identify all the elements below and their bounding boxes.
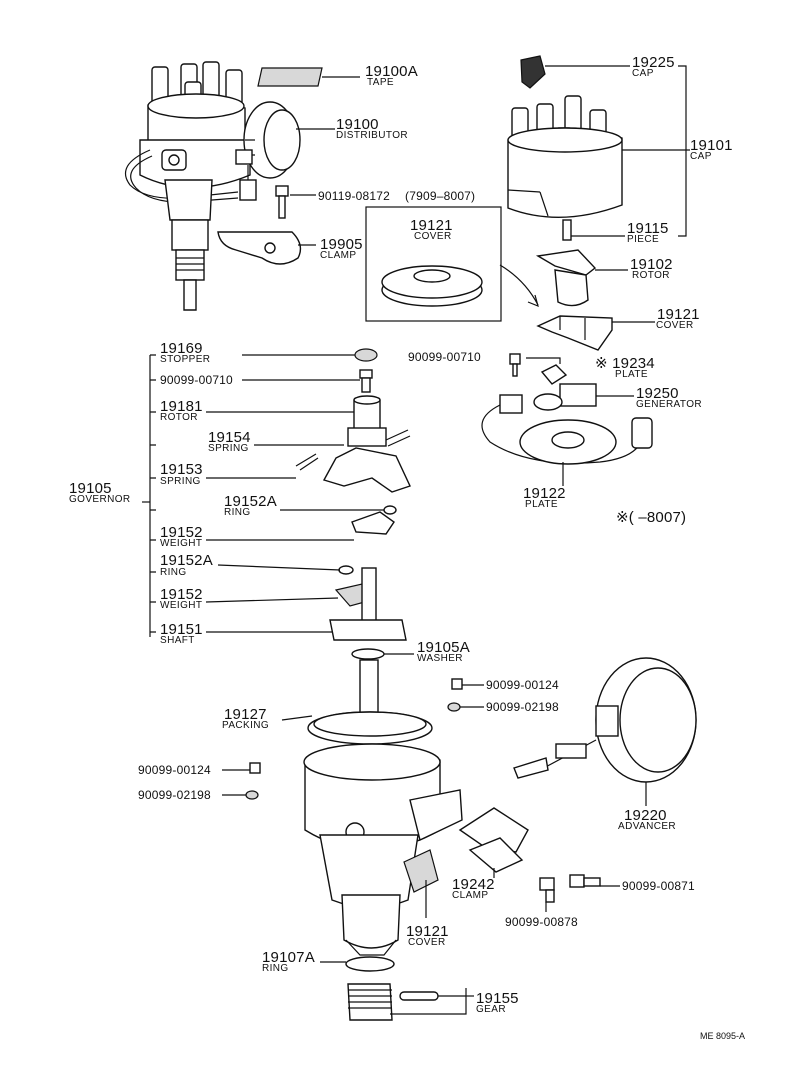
part-name-governor: GOVERNOR — [69, 494, 131, 505]
part-number-19234: ※ 19234 — [595, 355, 655, 372]
housing-drawing — [245, 659, 463, 1021]
part-name-tape: TAPE — [367, 77, 394, 88]
part-number-19181: 19181 — [160, 398, 203, 415]
part-number-19153: 19153 — [160, 461, 203, 478]
applicability-note: (7909–8007) — [405, 189, 476, 203]
part-number-19100: 19100 — [336, 116, 379, 133]
part-number-90099-00124-left: 90099-00124 — [138, 763, 211, 777]
cover-19121-drawing — [381, 265, 483, 307]
part-name-rotor-top: ROTOR — [632, 270, 670, 281]
part-name-clamp: CLAMP — [320, 250, 357, 261]
part-number-90099-00710-left: 90099-00710 — [160, 373, 233, 387]
part-name-cover-right: COVER — [656, 320, 694, 331]
part-name-weight-lower: WEIGHT — [160, 600, 203, 611]
part-name-cover-bottom: COVER — [408, 937, 446, 948]
clamp-19242-drawing — [458, 807, 601, 903]
part-number-19102: 19102 — [630, 256, 673, 273]
part-number-19101: 19101 — [690, 137, 733, 154]
part-name-spring-19153: SPRING — [160, 476, 201, 487]
part-name-spring-19154: SPRING — [208, 443, 249, 454]
part-name-packing: PACKING — [222, 720, 270, 731]
part-number-90099-00124-right: 90099-00124 — [486, 678, 559, 692]
part-name-cap-small: CAP — [632, 68, 654, 79]
rotor-19102-drawing — [535, 249, 597, 307]
part-number-90099-02198-left: 90099-02198 — [138, 788, 211, 802]
part-name-plate-19234: PLATE — [615, 369, 648, 380]
part-name-distributor: DISTRIBUTOR — [336, 130, 408, 141]
part-name-ring-19107A: RING — [262, 963, 289, 974]
governor-parts-drawing — [295, 348, 411, 660]
part-number-90099-00878: 90099-00878 — [505, 915, 578, 929]
cover-19121-right-drawing — [536, 315, 613, 351]
part-number-19105: 19105 — [69, 480, 112, 497]
advancer-19220-drawing — [513, 657, 697, 783]
part-number-19151: 19151 — [160, 621, 203, 638]
part-number-19905: 19905 — [320, 236, 363, 253]
part-number-90099-02198-right: 90099-02198 — [486, 700, 559, 714]
part-number-19115: 19115 — [627, 220, 669, 237]
part-name-cap: CAP — [690, 151, 712, 162]
part-name-piece: PIECE — [627, 234, 660, 245]
part-name-washer: WASHER — [417, 653, 463, 664]
part-name-ring-lower: RING — [160, 567, 187, 578]
part-number-19152-lower: 19152 — [160, 586, 203, 603]
part-number-19152-upper: 19152 — [160, 524, 203, 541]
applicability-footnote: ※( –8007) — [616, 509, 687, 526]
part-number-19105A: 19105A — [417, 639, 470, 656]
part-number-19122: 19122 — [523, 485, 566, 502]
part-name-rotor-governor: ROTOR — [160, 412, 198, 423]
part-number-19250: 19250 — [636, 385, 679, 402]
part-number-19155: 19155 — [476, 990, 519, 1007]
part-name-plate-19122: PLATE — [525, 499, 558, 510]
part-number-90119-08172: 90119-08172 — [318, 189, 391, 203]
part-name-clamp-19242: CLAMP — [452, 890, 489, 901]
part-name-advancer: ADVANCER — [618, 821, 677, 832]
part-number-19121-top: 19121 — [410, 217, 453, 234]
part-number-19107A: 19107A — [262, 949, 315, 966]
part-name-shaft: SHAFT — [160, 635, 195, 646]
part-name-stopper: STOPPER — [160, 354, 211, 365]
reference-code: ME 8095-A — [700, 1031, 746, 1041]
part-name-cover-top: COVER — [414, 231, 452, 242]
part-name-ring-upper: RING — [224, 507, 251, 518]
cap-19101-drawing — [507, 55, 623, 241]
part-name-weight-upper: WEIGHT — [160, 538, 203, 549]
part-name-generator: GENERATOR — [636, 399, 703, 410]
part-number-19152A-lower: 19152A — [160, 552, 213, 569]
distributor-assembly-drawing — [125, 61, 323, 311]
part-number-19169: 19169 — [160, 340, 203, 357]
generator-assembly-drawing — [481, 353, 653, 465]
part-number-19242: 19242 — [452, 876, 495, 893]
part-number-19225: 19225 — [632, 54, 675, 71]
part-number-19152A-upper: 19152A — [224, 493, 277, 510]
part-name-gear: GEAR — [476, 1004, 506, 1015]
part-number-19100A: 19100A — [365, 63, 418, 80]
part-number-90099-00710-right: 90099-00710 — [408, 350, 481, 364]
part-number-90099-00871: 90099-00871 — [622, 879, 695, 893]
part-number-19121-bottom: 19121 — [406, 923, 449, 940]
part-number-19121-right: 19121 — [657, 306, 700, 323]
part-number-19154: 19154 — [208, 429, 251, 446]
part-number-19220: 19220 — [624, 807, 667, 824]
part-number-19127: 19127 — [224, 706, 267, 723]
